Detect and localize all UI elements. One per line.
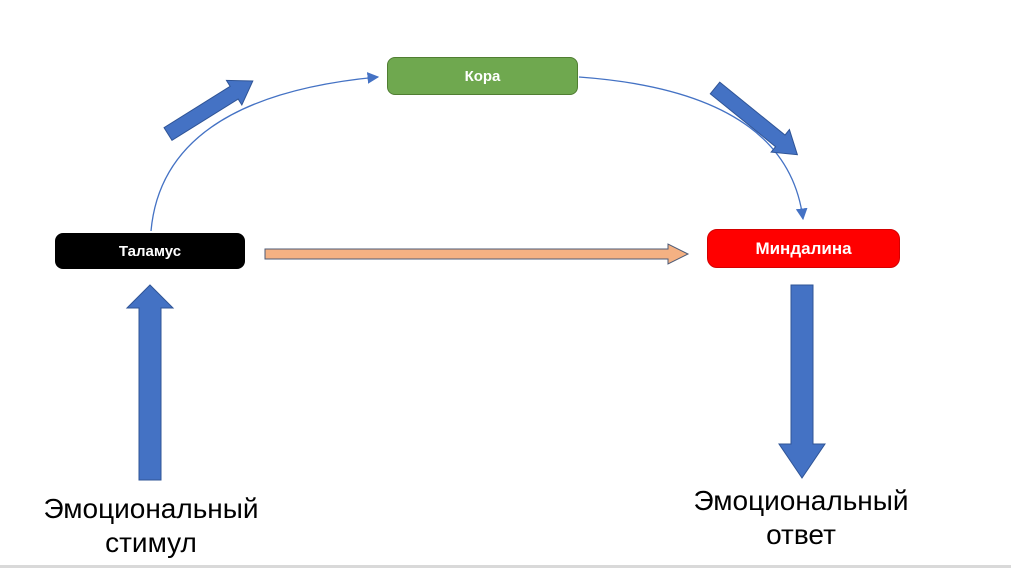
thalamus-node-label: Таламус [118, 242, 182, 260]
amygdala-node-label: Миндалина [755, 238, 852, 258]
amygdala-node: Миндалина [707, 229, 900, 268]
slide-bottom-border [0, 565, 1011, 568]
response-caption-line2: ответ [766, 519, 836, 550]
cortex-node-label: Кора [464, 67, 501, 85]
cortex-to-amygdala-connector [578, 76, 808, 221]
high-road-down-right-arrow [709, 81, 799, 156]
stimulus-up-arrow [125, 284, 175, 481]
stimulus-caption-line1: Эмоциональный [43, 493, 259, 524]
low-road-arrow [264, 243, 690, 265]
thalamus-node: Таламус [55, 233, 245, 269]
high-road-up-right-arrow [163, 79, 254, 142]
cortex-node: Кора [387, 57, 578, 95]
response-caption-line1: Эмоциональный [693, 485, 909, 516]
stimulus-caption: Эмоциональный стимул [21, 492, 281, 560]
response-caption: Эмоциональный ответ [671, 484, 931, 552]
response-down-arrow [778, 284, 826, 479]
thalamus-to-cortex-connector [150, 72, 380, 232]
stimulus-caption-line2: стимул [105, 527, 197, 558]
